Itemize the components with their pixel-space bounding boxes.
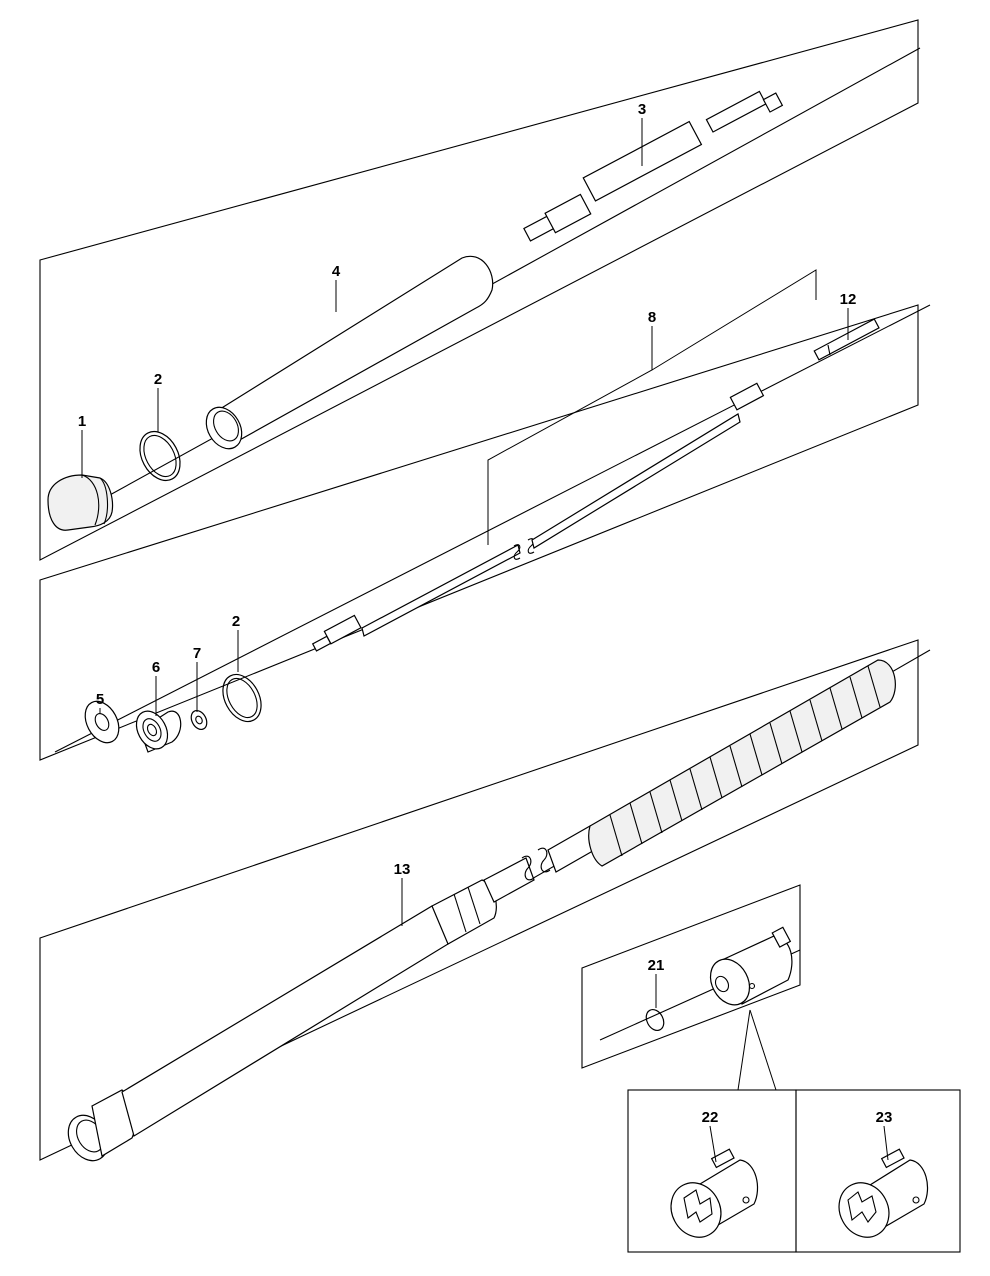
variant-pointer [737, 1009, 777, 1091]
callout-23: 23 [876, 1109, 893, 1126]
small-washer-part [190, 709, 208, 731]
callout-21: 21 [648, 957, 665, 974]
callout-22: 22 [702, 1109, 719, 1126]
frame-panel-top [39, 19, 919, 561]
flexible-shaft-part [311, 382, 765, 652]
o-ring-lower-part [222, 673, 262, 723]
callout-6: 6 [152, 659, 160, 676]
small-o-ring-part [645, 1008, 665, 1032]
washer-part [84, 700, 120, 744]
axis-line-shaft [54, 304, 931, 753]
frame-panel-shaft [39, 304, 919, 761]
coupling-variant-23-part [838, 1148, 929, 1238]
callout-13: 13 [394, 861, 411, 878]
callout-3: 3 [638, 101, 646, 118]
callout-5: 5 [96, 691, 104, 708]
bearing-part [135, 710, 182, 753]
coupling-variant-22-part [670, 1148, 759, 1238]
tube-part [205, 255, 494, 450]
shaft-part [523, 90, 784, 242]
frame-panel-hose [39, 639, 919, 1161]
frame-panel-coupling [581, 884, 801, 1069]
callout-12: 12 [840, 291, 857, 308]
pin-part [813, 318, 880, 361]
callout-7: 7 [193, 645, 201, 662]
coupling-part [709, 926, 793, 1006]
callout-8: 8 [648, 309, 656, 326]
callout-4: 4 [332, 263, 341, 280]
leader-lines [81, 118, 889, 1163]
end-cap-part [47, 474, 114, 531]
callout-2-lower: 2 [232, 613, 240, 630]
callout-1: 1 [78, 413, 86, 430]
hose-part [67, 659, 896, 1162]
callout-2-top: 2 [154, 371, 162, 388]
frame-variant-23 [795, 1089, 961, 1253]
o-ring-top-part [139, 430, 181, 482]
